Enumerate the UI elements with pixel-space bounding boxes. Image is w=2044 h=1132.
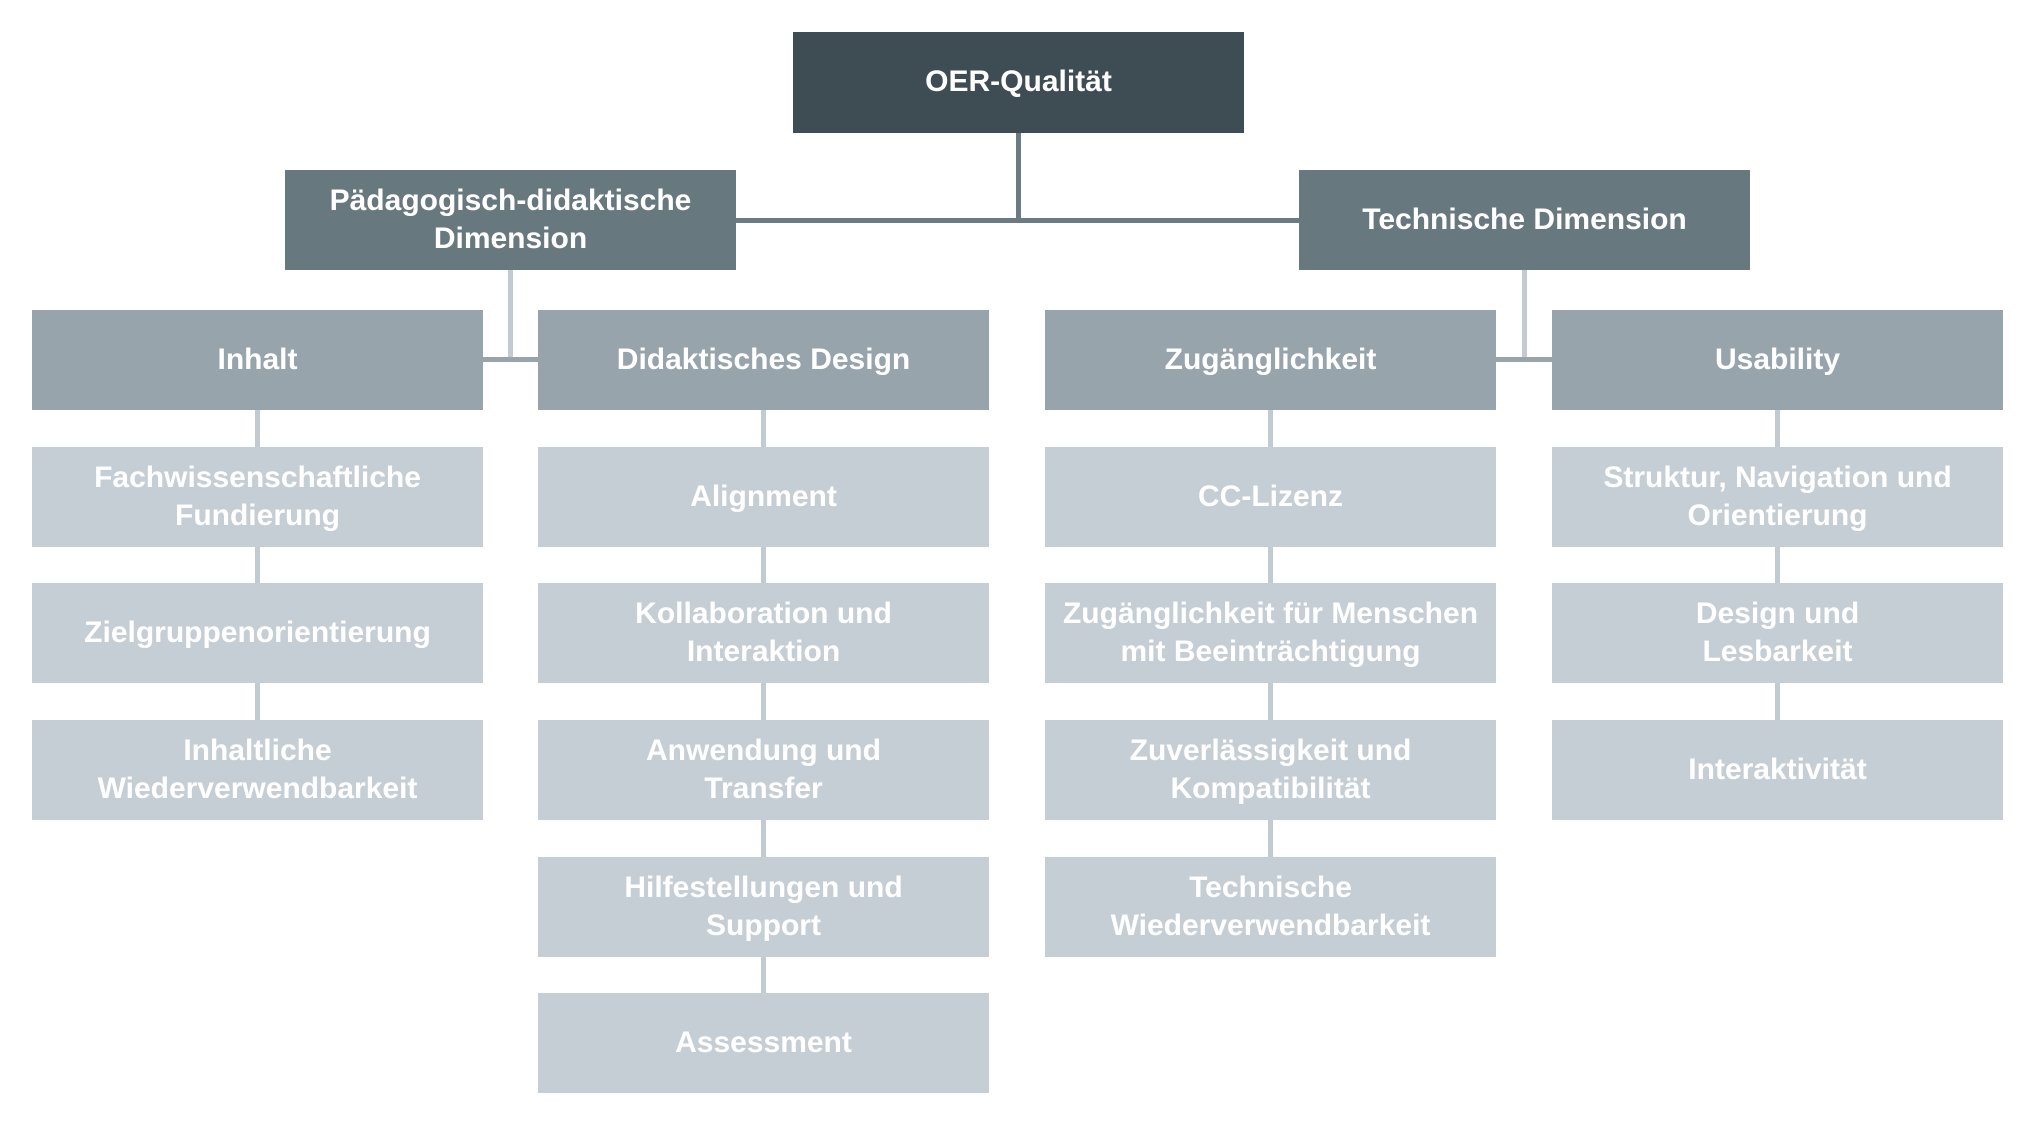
node-zuverlaessigkeit-und-kompatibilitaet: Zuverlässigkeit und Kompatibilität bbox=[1045, 720, 1496, 820]
connector-col1-gap1 bbox=[255, 547, 260, 583]
node-kollaboration-und-interaktion: Kollaboration und Interaktion bbox=[538, 583, 989, 683]
connector-col1-gap0 bbox=[255, 410, 260, 447]
connector-col2-gap0 bbox=[761, 410, 766, 447]
node-zugaenglichkeit: Zugänglichkeit bbox=[1045, 310, 1496, 410]
connector-dimension-left-bridge bbox=[483, 357, 538, 362]
connector-dimension-left-vertical bbox=[508, 270, 513, 360]
node-inhalt: Inhalt bbox=[32, 310, 483, 410]
connector-col2-gap3 bbox=[761, 820, 766, 857]
node-zugaenglichkeit-fuer-menschen: Zugänglichkeit für Menschen mit Beeinträ… bbox=[1045, 583, 1496, 683]
node-technische-dimension: Technische Dimension bbox=[1299, 170, 1750, 270]
node-usability: Usability bbox=[1552, 310, 2003, 410]
node-inhaltliche-wiederverwendbarkeit: Inhaltliche Wiederverwendbarkeit bbox=[32, 720, 483, 820]
node-alignment: Alignment bbox=[538, 447, 989, 547]
node-struktur-navigation-orientierung: Struktur, Navigation und Orientierung bbox=[1552, 447, 2003, 547]
connector-col4-gap0 bbox=[1775, 410, 1780, 447]
connector-col4-gap2 bbox=[1775, 683, 1780, 720]
node-didaktisches-design: Didaktisches Design bbox=[538, 310, 989, 410]
connector-col4-gap1 bbox=[1775, 547, 1780, 583]
connector-col3-gap3 bbox=[1268, 820, 1273, 857]
connector-col2-gap4 bbox=[761, 957, 766, 993]
connector-col3-gap0 bbox=[1268, 410, 1273, 447]
node-technische-wiederverwendbarkeit: Technische Wiederverwendbarkeit bbox=[1045, 857, 1496, 957]
node-assessment: Assessment bbox=[538, 993, 989, 1093]
connector-dimension-right-vertical bbox=[1522, 270, 1527, 360]
node-zielgruppenorientierung: Zielgruppenorientierung bbox=[32, 583, 483, 683]
node-interaktivitaet: Interaktivität bbox=[1552, 720, 2003, 820]
node-paedagogisch-didaktische-dimension: Pädagogisch-didaktische Dimension bbox=[285, 170, 736, 270]
node-oer-qualitaet: OER-Qualität bbox=[793, 32, 1244, 133]
connector-col2-gap2 bbox=[761, 683, 766, 720]
node-anwendung-und-transfer: Anwendung und Transfer bbox=[538, 720, 989, 820]
node-hilfestellungen-und-support: Hilfestellungen und Support bbox=[538, 857, 989, 957]
connector-col1-gap2 bbox=[255, 683, 260, 720]
connector-root-vertical bbox=[1016, 133, 1021, 223]
connector-col3-gap2 bbox=[1268, 683, 1273, 720]
node-fachwissenschaftliche-fundierung: Fachwissenschaftliche Fundierung bbox=[32, 447, 483, 547]
node-cc-lizenz: CC-Lizenz bbox=[1045, 447, 1496, 547]
connector-col2-gap1 bbox=[761, 547, 766, 583]
connector-dimension-right-bridge bbox=[1496, 357, 1552, 362]
connector-root-horizontal bbox=[736, 218, 1299, 223]
node-design-und-lesbarkeit: Design und Lesbarkeit bbox=[1552, 583, 2003, 683]
connector-col3-gap1 bbox=[1268, 547, 1273, 583]
